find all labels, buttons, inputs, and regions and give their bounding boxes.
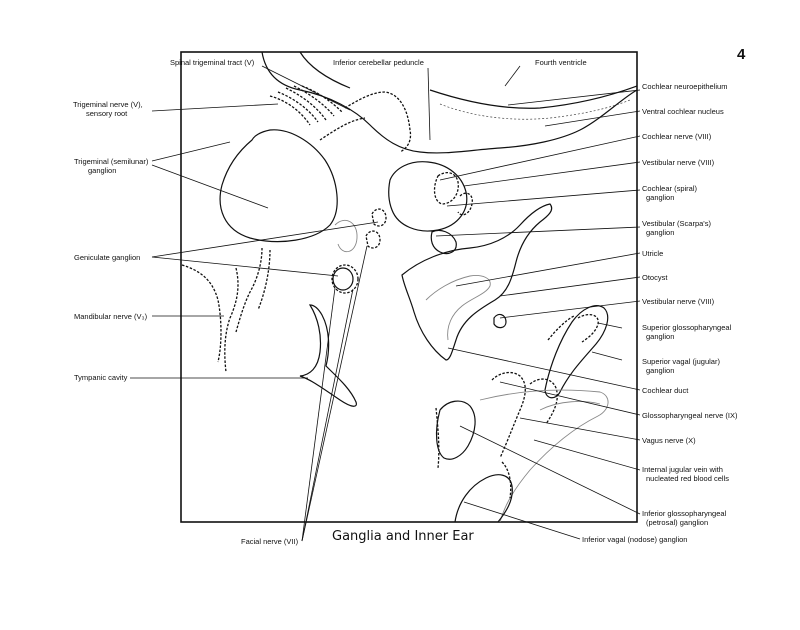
figure-title: Ganglia and Inner Ear <box>332 529 474 544</box>
label-superior-glosso-1: Superior glossopharyngeal <box>642 323 732 332</box>
label-vagus-nerve: Vagus nerve (X) <box>642 436 696 445</box>
label-trigeminal-nerve-1: Trigeminal nerve (V), <box>73 100 143 109</box>
label-glossopharyngeal-nerve: Glossopharyngeal nerve (IX) <box>642 411 738 420</box>
label-cochlear-spiral-ganglion-2: ganglion <box>646 193 674 202</box>
labels: Spinal trigeminal tract (V) Inferior cer… <box>73 58 738 546</box>
label-spinal-trigeminal-tract: Spinal trigeminal tract (V) <box>170 58 255 67</box>
label-otocyst: Otocyst <box>642 273 668 282</box>
label-vestibular-scarpa-1: Vestibular (Scarpa's) <box>642 219 711 228</box>
label-vestibular-nerve-upper: Vestibular nerve (VIII) <box>642 158 715 167</box>
label-cochlear-neuroepithelium: Cochlear neuroepithelium <box>642 82 727 91</box>
label-ventral-cochlear-nucleus: Ventral cochlear nucleus <box>642 107 724 116</box>
label-tympanic-cavity: Tympanic cavity <box>74 373 128 382</box>
label-utricle: Utricle <box>642 249 663 258</box>
label-mandibular-nerve: Mandibular nerve (V₃) <box>74 312 148 321</box>
label-inferior-cerebellar-peduncle: Inferior cerebellar peduncle <box>333 58 424 67</box>
label-fourth-ventricle: Fourth ventricle <box>535 58 587 67</box>
label-inferior-glosso-2: (petrosal) ganglion <box>646 518 708 527</box>
label-cochlear-duct: Cochlear duct <box>642 386 689 395</box>
label-superior-vagal-2: ganglion <box>646 366 674 375</box>
label-trigeminal-nerve-2: sensory root <box>86 109 128 118</box>
label-vestibular-scarpa-2: ganglion <box>646 228 674 237</box>
label-superior-glosso-2: ganglion <box>646 332 674 341</box>
label-trigeminal-ganglion-1: Trigeminal (semilunar) <box>74 157 149 166</box>
label-internal-jugular-1: Internal jugular vein with <box>642 465 723 474</box>
label-inferior-vagal: Inferior vagal (nodose) ganglion <box>582 535 687 544</box>
label-cochlear-nerve: Cochlear nerve (VIII) <box>642 132 712 141</box>
page-number: 4 <box>737 46 746 63</box>
label-geniculate-ganglion: Geniculate ganglion <box>74 253 140 262</box>
label-trigeminal-ganglion-2: ganglion <box>88 166 116 175</box>
label-facial-nerve: Facial nerve (VII) <box>241 537 299 546</box>
label-internal-jugular-2: nucleated red blood cells <box>646 474 729 483</box>
label-vestibular-nerve-lower: Vestibular nerve (VIII) <box>642 297 715 306</box>
label-cochlear-spiral-ganglion-1: Cochlear (spiral) <box>642 184 698 193</box>
label-inferior-glosso-1: Inferior glossopharyngeal <box>642 509 727 518</box>
label-superior-vagal-1: Superior vagal (jugular) <box>642 357 720 366</box>
